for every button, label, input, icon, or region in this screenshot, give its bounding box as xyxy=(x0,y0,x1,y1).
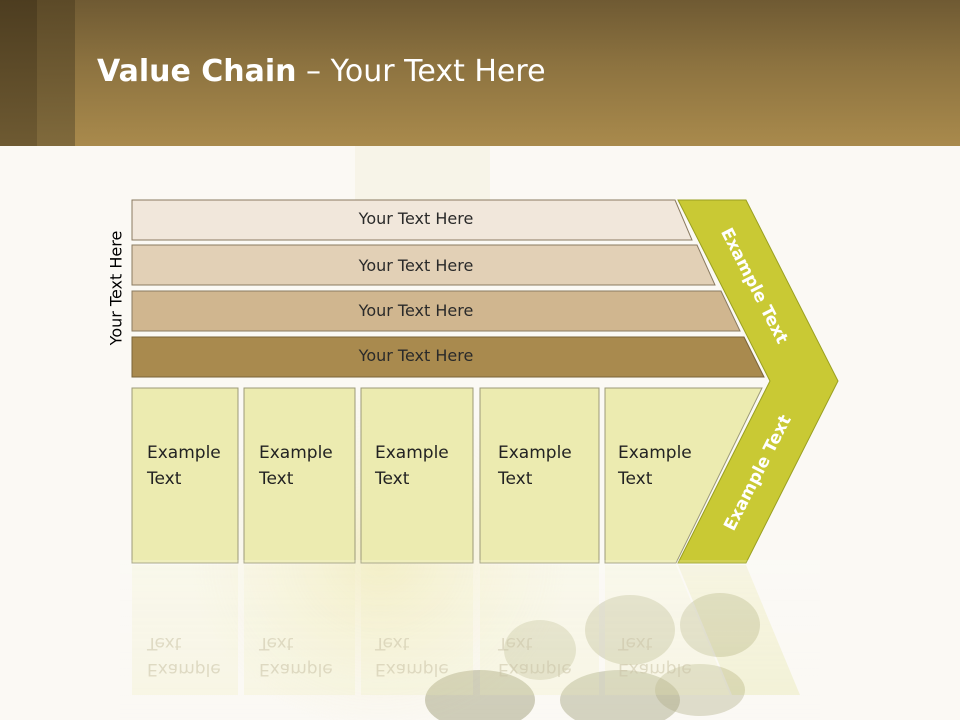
box-5-label: Example Text xyxy=(618,440,692,492)
bar-4 xyxy=(131,336,765,378)
box-1 xyxy=(131,387,239,564)
box-2 xyxy=(243,387,356,564)
box-5-line1: Example xyxy=(618,443,692,463)
box-4-line1: Example xyxy=(498,443,572,463)
header-stripe-mid xyxy=(37,0,75,146)
box-1-line2: Text xyxy=(147,469,182,489)
bar-3-label: Your Text Here xyxy=(358,301,474,320)
side-label: Your Text Here xyxy=(106,230,126,346)
box-4 xyxy=(479,387,600,564)
box-1-label: Example Text xyxy=(147,440,221,492)
bar-2-label: Your Text Here xyxy=(358,256,474,275)
bar-3 xyxy=(131,290,741,332)
title-bold: Value Chain xyxy=(97,54,297,89)
bar-1 xyxy=(131,199,693,241)
page-title: Value Chain – Your Text Here xyxy=(97,54,546,89)
box-5-line2: Text xyxy=(618,469,653,489)
box-2-line2: Text xyxy=(259,469,294,489)
reflection xyxy=(120,560,820,720)
box-3-label: Example Text xyxy=(375,440,449,492)
box-3-line1: Example xyxy=(375,443,449,463)
header-band xyxy=(0,0,960,146)
box-3 xyxy=(360,387,474,564)
bar-2 xyxy=(131,244,716,286)
bar-4-label: Your Text Here xyxy=(358,346,474,365)
box-3-line2: Text xyxy=(375,469,410,489)
box-2-line1: Example xyxy=(259,443,333,463)
header-stripe-dark xyxy=(0,0,37,146)
box-2-label: Example Text xyxy=(259,440,333,492)
box-4-line2: Text xyxy=(498,469,533,489)
box-1-line1: Example xyxy=(147,443,221,463)
title-rest: – Your Text Here xyxy=(296,54,546,89)
box-4-label: Example Text xyxy=(498,440,572,492)
bar-1-label: Your Text Here xyxy=(358,209,474,228)
